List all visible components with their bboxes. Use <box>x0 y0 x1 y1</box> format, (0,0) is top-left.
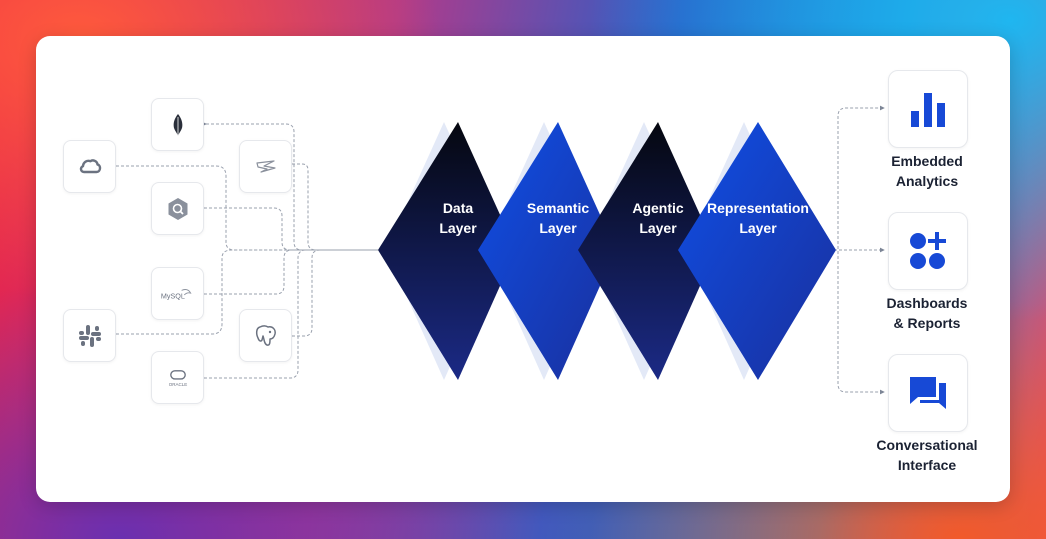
semantic-layer-label: Semantic Layer <box>526 200 590 236</box>
source-mysql[interactable]: MySQL <box>151 267 204 320</box>
agentic-layer-diamond <box>578 122 716 380</box>
output-dashboards-reports[interactable] <box>888 212 968 290</box>
snowflake-bird-icon <box>255 159 276 173</box>
conversational-interface-label: Conversational Interface <box>876 437 978 473</box>
source-postgresql[interactable] <box>239 309 292 362</box>
google-cloud-icon <box>79 158 101 173</box>
oracle-icon: ORACLE <box>168 369 187 387</box>
agentic-layer-label: Agentic Layer <box>632 200 684 236</box>
mongodb-leaf-icon <box>173 113 182 136</box>
source-google-cloud[interactable] <box>63 140 116 193</box>
representation-layer-diamond <box>678 122 836 380</box>
output-conversational-interface[interactable] <box>888 354 968 432</box>
mysql-icon: MySQL <box>160 288 191 300</box>
source-bigquery[interactable] <box>151 182 204 235</box>
output-embedded-analytics[interactable] <box>888 70 968 148</box>
bar-chart-icon <box>911 93 945 127</box>
source-oracle[interactable]: ORACLE <box>151 351 204 404</box>
diagram-card: Data Layer Semantic Layer Agentic Layer … <box>36 36 1010 502</box>
source-slack[interactable] <box>63 309 116 362</box>
data-layer-label: Data Layer <box>439 200 477 236</box>
dashboards-reports-label: Dashboards & Reports <box>886 295 968 331</box>
embedded-analytics-label: Embedded Analytics <box>891 153 963 189</box>
representation-layer-label: Representation Layer <box>707 200 809 236</box>
data-layer-diamond <box>378 122 516 380</box>
svg-text:MySQL: MySQL <box>160 291 184 300</box>
source-snowflake[interactable] <box>239 140 292 193</box>
bigquery-icon <box>168 197 187 220</box>
dashboard-grid-icon <box>910 232 946 269</box>
svg-text:ORACLE: ORACLE <box>168 382 187 387</box>
connector-lines <box>111 105 885 395</box>
layer-diamonds <box>378 122 836 380</box>
postgresql-icon <box>255 324 276 346</box>
semantic-layer-diamond <box>478 122 616 380</box>
slack-icon <box>78 324 101 347</box>
chat-bubbles-icon <box>910 377 946 409</box>
source-mongodb[interactable] <box>151 98 204 151</box>
